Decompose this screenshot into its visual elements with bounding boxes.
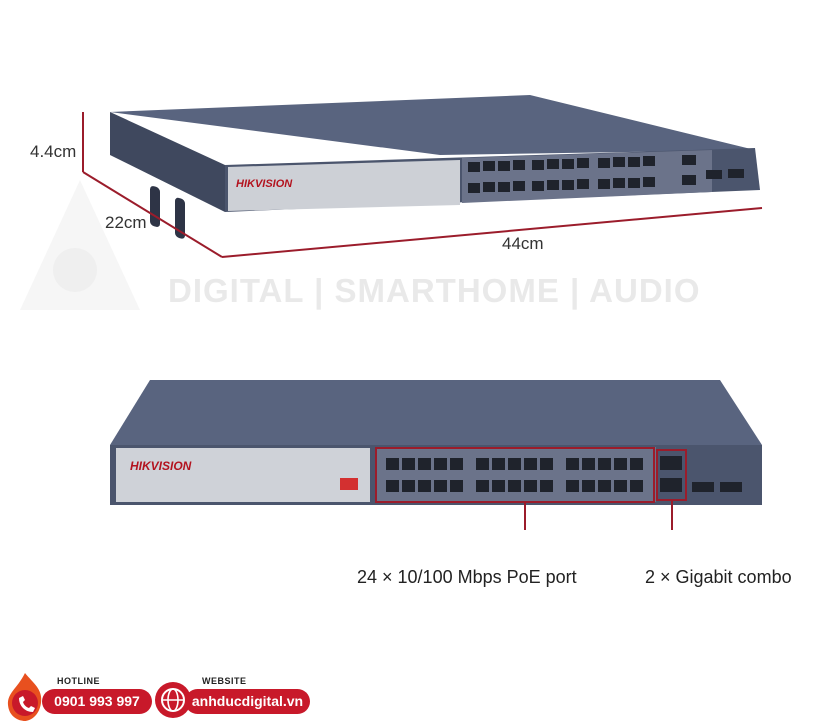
switch-front-view (110, 380, 762, 530)
phone-flame-icon (7, 673, 42, 721)
callout-poe-ports: 24 × 10/100 Mbps PoE port (357, 567, 577, 587)
dimension-height-label: 4.4cm (30, 142, 77, 161)
callout-gigabit-combo: 2 × Gigabit combo (645, 567, 792, 587)
globe-icon (155, 682, 191, 718)
device-brand-top: HIKVISION (236, 178, 293, 190)
dimension-depth-label: 22cm (105, 213, 147, 232)
website-url[interactable]: anhducdigital.vn (185, 689, 310, 714)
watermark-logo-shape (20, 180, 140, 310)
dimension-width-label: 44cm (502, 234, 544, 253)
watermark-text: DIGITAL | SMARTHOME | AUDIO (168, 272, 701, 309)
website-tag: WEBSITE (202, 676, 247, 686)
hotline-number[interactable]: 0901 993 997 (42, 689, 152, 714)
hotline-tag: HOTLINE (57, 676, 100, 686)
switch-perspective-view (82, 95, 763, 258)
device-brand-bottom: HIKVISION (130, 459, 192, 473)
